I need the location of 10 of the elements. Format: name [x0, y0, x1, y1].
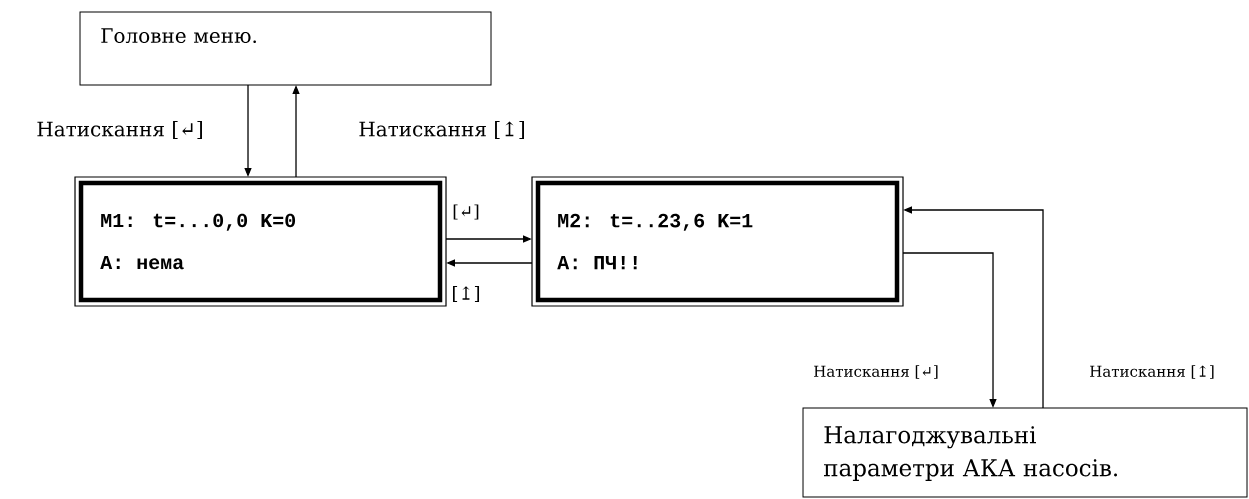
edge-label: [↥] [450, 285, 482, 304]
menu-box: Головне меню. [79, 11, 492, 86]
edge-label: [↵] [451, 203, 481, 221]
edge-label: Натискання [↥] [1088, 364, 1216, 380]
display-screen: M1: t=...0,0 K=0 А: нема [74, 176, 447, 307]
edge-label: Натискання [↵] [812, 364, 940, 380]
menu-box: Налагоджувальні параметри АКА насосів. [802, 407, 1248, 498]
display-screen: M2: t=..23,6 K=1 А: ПЧ!! [531, 176, 904, 307]
edge-label: Натискання [↥] [357, 120, 527, 140]
edge-label: Натискання [↵] [35, 120, 205, 140]
